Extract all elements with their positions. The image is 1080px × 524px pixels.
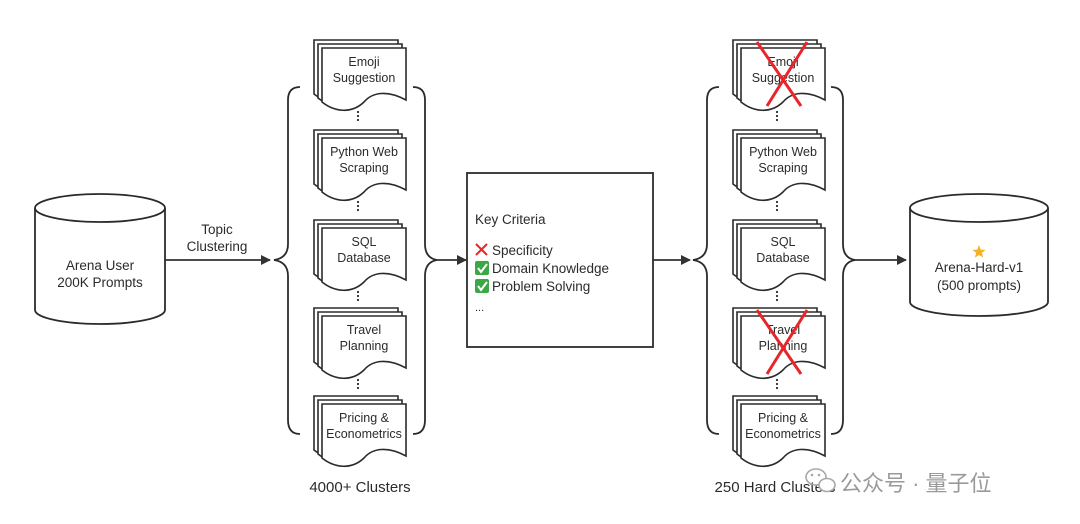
criteria-more: ... <box>475 302 484 314</box>
result-database-body <box>909 208 1049 317</box>
arrow-label-line-2: Clustering <box>187 239 248 254</box>
left-cluster-label: Emoji <box>348 55 379 69</box>
left-ellipsis-dots <box>356 110 360 122</box>
result-database-top <box>909 193 1049 223</box>
right-ellipsis-dots <box>775 110 779 122</box>
criteria-item-label: Domain Knowledge <box>492 261 609 276</box>
cross-mark-icon <box>475 243 488 256</box>
right-cluster-label: Pricing & <box>758 411 809 425</box>
left-cluster-doc: SQL Database <box>313 219 407 292</box>
left-cluster-front-page <box>321 315 407 380</box>
right-cluster-front-page <box>740 403 826 468</box>
left-cluster-label: Suggestion <box>333 71 396 85</box>
right-cluster-label: Scraping <box>758 161 807 175</box>
result-line-2: (500 prompts) <box>937 278 1021 293</box>
left-cluster-label: SQL <box>351 235 376 249</box>
right-cluster-label: SQL <box>770 235 795 249</box>
left-open-brace <box>273 86 301 435</box>
left-ellipsis-dots <box>356 290 360 302</box>
left-ellipsis-dots <box>356 200 360 212</box>
right-cluster-doc: SQL Database <box>732 219 826 292</box>
removed-cross-icon <box>755 309 809 375</box>
criteria-box-frame <box>466 172 654 348</box>
left-cluster-label: Python Web <box>330 145 398 159</box>
left-cluster-label: Econometrics <box>326 427 402 441</box>
watermark: 公众号 · 量子位 <box>805 468 992 496</box>
right-cluster-label: Database <box>756 251 810 265</box>
left-cluster-front-page <box>321 227 407 292</box>
criteria-item-label: Specificity <box>492 243 553 258</box>
left-cluster-label: Scraping <box>339 161 388 175</box>
left-cluster-label: Database <box>337 251 391 265</box>
source-line-1: Arena User <box>66 258 135 273</box>
watermark-text: 公众号 · 量子位 <box>840 471 992 496</box>
right-ellipsis-dots <box>775 200 779 212</box>
source-line-2: 200K Prompts <box>57 275 143 290</box>
left-close-brace <box>412 86 438 435</box>
left-cluster-doc: Pricing & Econometrics <box>313 395 407 468</box>
left-cluster-label: Travel <box>347 323 381 337</box>
right-close-brace <box>830 86 856 435</box>
right-caption: 250 Hard Clusters <box>715 479 836 496</box>
criteria-item-label: Problem Solving <box>492 279 590 294</box>
criteria-item: Specificity <box>475 243 553 258</box>
check-mark-icon <box>475 261 489 275</box>
removed-cross-icon <box>755 41 809 107</box>
right-open-brace <box>692 86 720 435</box>
arrow-label-line-1: Topic <box>201 222 233 237</box>
left-cluster-label: Pricing & <box>339 411 390 425</box>
left-cluster-front-page <box>321 47 407 112</box>
right-cluster-front-page <box>740 137 826 202</box>
star-icon <box>972 245 986 258</box>
left-caption: 4000+ Clusters <box>309 479 410 496</box>
right-ellipsis-dots <box>775 290 779 302</box>
left-cluster-label: Planning <box>340 339 389 353</box>
criteria-item: Domain Knowledge <box>475 261 609 276</box>
source-database: Arena User 200K Prompts <box>34 193 166 325</box>
criteria-item: Problem Solving <box>475 279 590 294</box>
wechat-icon <box>805 468 836 493</box>
right-cluster-front-page <box>740 227 826 292</box>
left-cluster-front-page <box>321 137 407 202</box>
check-mark-icon <box>475 279 489 293</box>
criteria-title: Key Criteria <box>475 212 546 227</box>
left-ellipsis-dots <box>356 378 360 390</box>
source-database-top <box>34 193 166 223</box>
right-cluster-label: Python Web <box>749 145 817 159</box>
source-database-body <box>34 208 166 325</box>
right-ellipsis-dots <box>775 378 779 390</box>
right-cluster-doc: Pricing & Econometrics <box>732 395 826 468</box>
left-cluster-front-page <box>321 403 407 468</box>
right-cluster-label: Econometrics <box>745 427 821 441</box>
result-database: Arena-Hard-v1 (500 prompts) <box>909 193 1049 317</box>
result-line-1: Arena-Hard-v1 <box>935 260 1024 275</box>
